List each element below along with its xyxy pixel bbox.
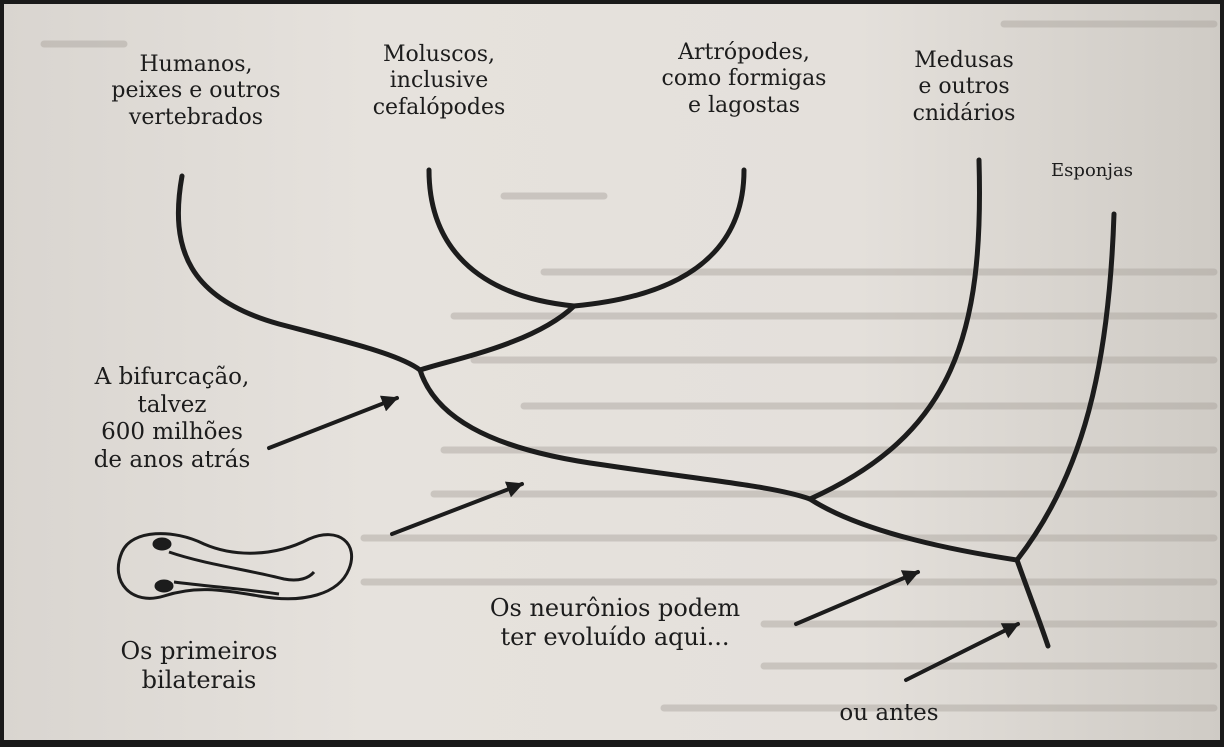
protostome-stem [417, 303, 577, 373]
sponge-branch [1014, 211, 1117, 563]
label-cnidarians: Medusas e outros cnidários [912, 48, 1016, 126]
mollusc-branch [426, 167, 577, 309]
label-bifurcation: A bifurcação, talvez 600 milhões de anos… [93, 364, 251, 473]
neurons-arrow [794, 570, 920, 626]
root-stem [1014, 557, 1051, 649]
arthropod-branch [571, 167, 747, 309]
bilaterian-stem [417, 367, 813, 502]
label-sponges: Esponjas [1051, 160, 1133, 181]
label-molluscs: Moluscos, inclusive cefalópodes [372, 42, 506, 120]
cnidarian-branch [807, 157, 982, 502]
before-arrow [904, 622, 1020, 682]
eumetazoan-stem [807, 496, 1020, 563]
stem-arrow [390, 481, 524, 536]
label-vertebrates: Humanos, peixes e outros vertebrados [111, 52, 281, 130]
phylogenetic-tree [116, 157, 1117, 682]
label-arthropods: Artrópodes, como formigas e lagostas [661, 40, 827, 118]
book-page: Humanos, peixes e outros vertebrados Mol… [4, 4, 1220, 740]
bilaterian-worm-drawing [116, 532, 354, 601]
label-or-before: ou antes [839, 700, 939, 726]
vertebrate-branch [175, 173, 423, 373]
label-neurons: Os neurônios podem ter evoluído aqui... [489, 594, 741, 651]
label-first-bilaterians: Os primeiros bilaterais [120, 637, 278, 694]
bifurcation-arrow [267, 395, 399, 450]
